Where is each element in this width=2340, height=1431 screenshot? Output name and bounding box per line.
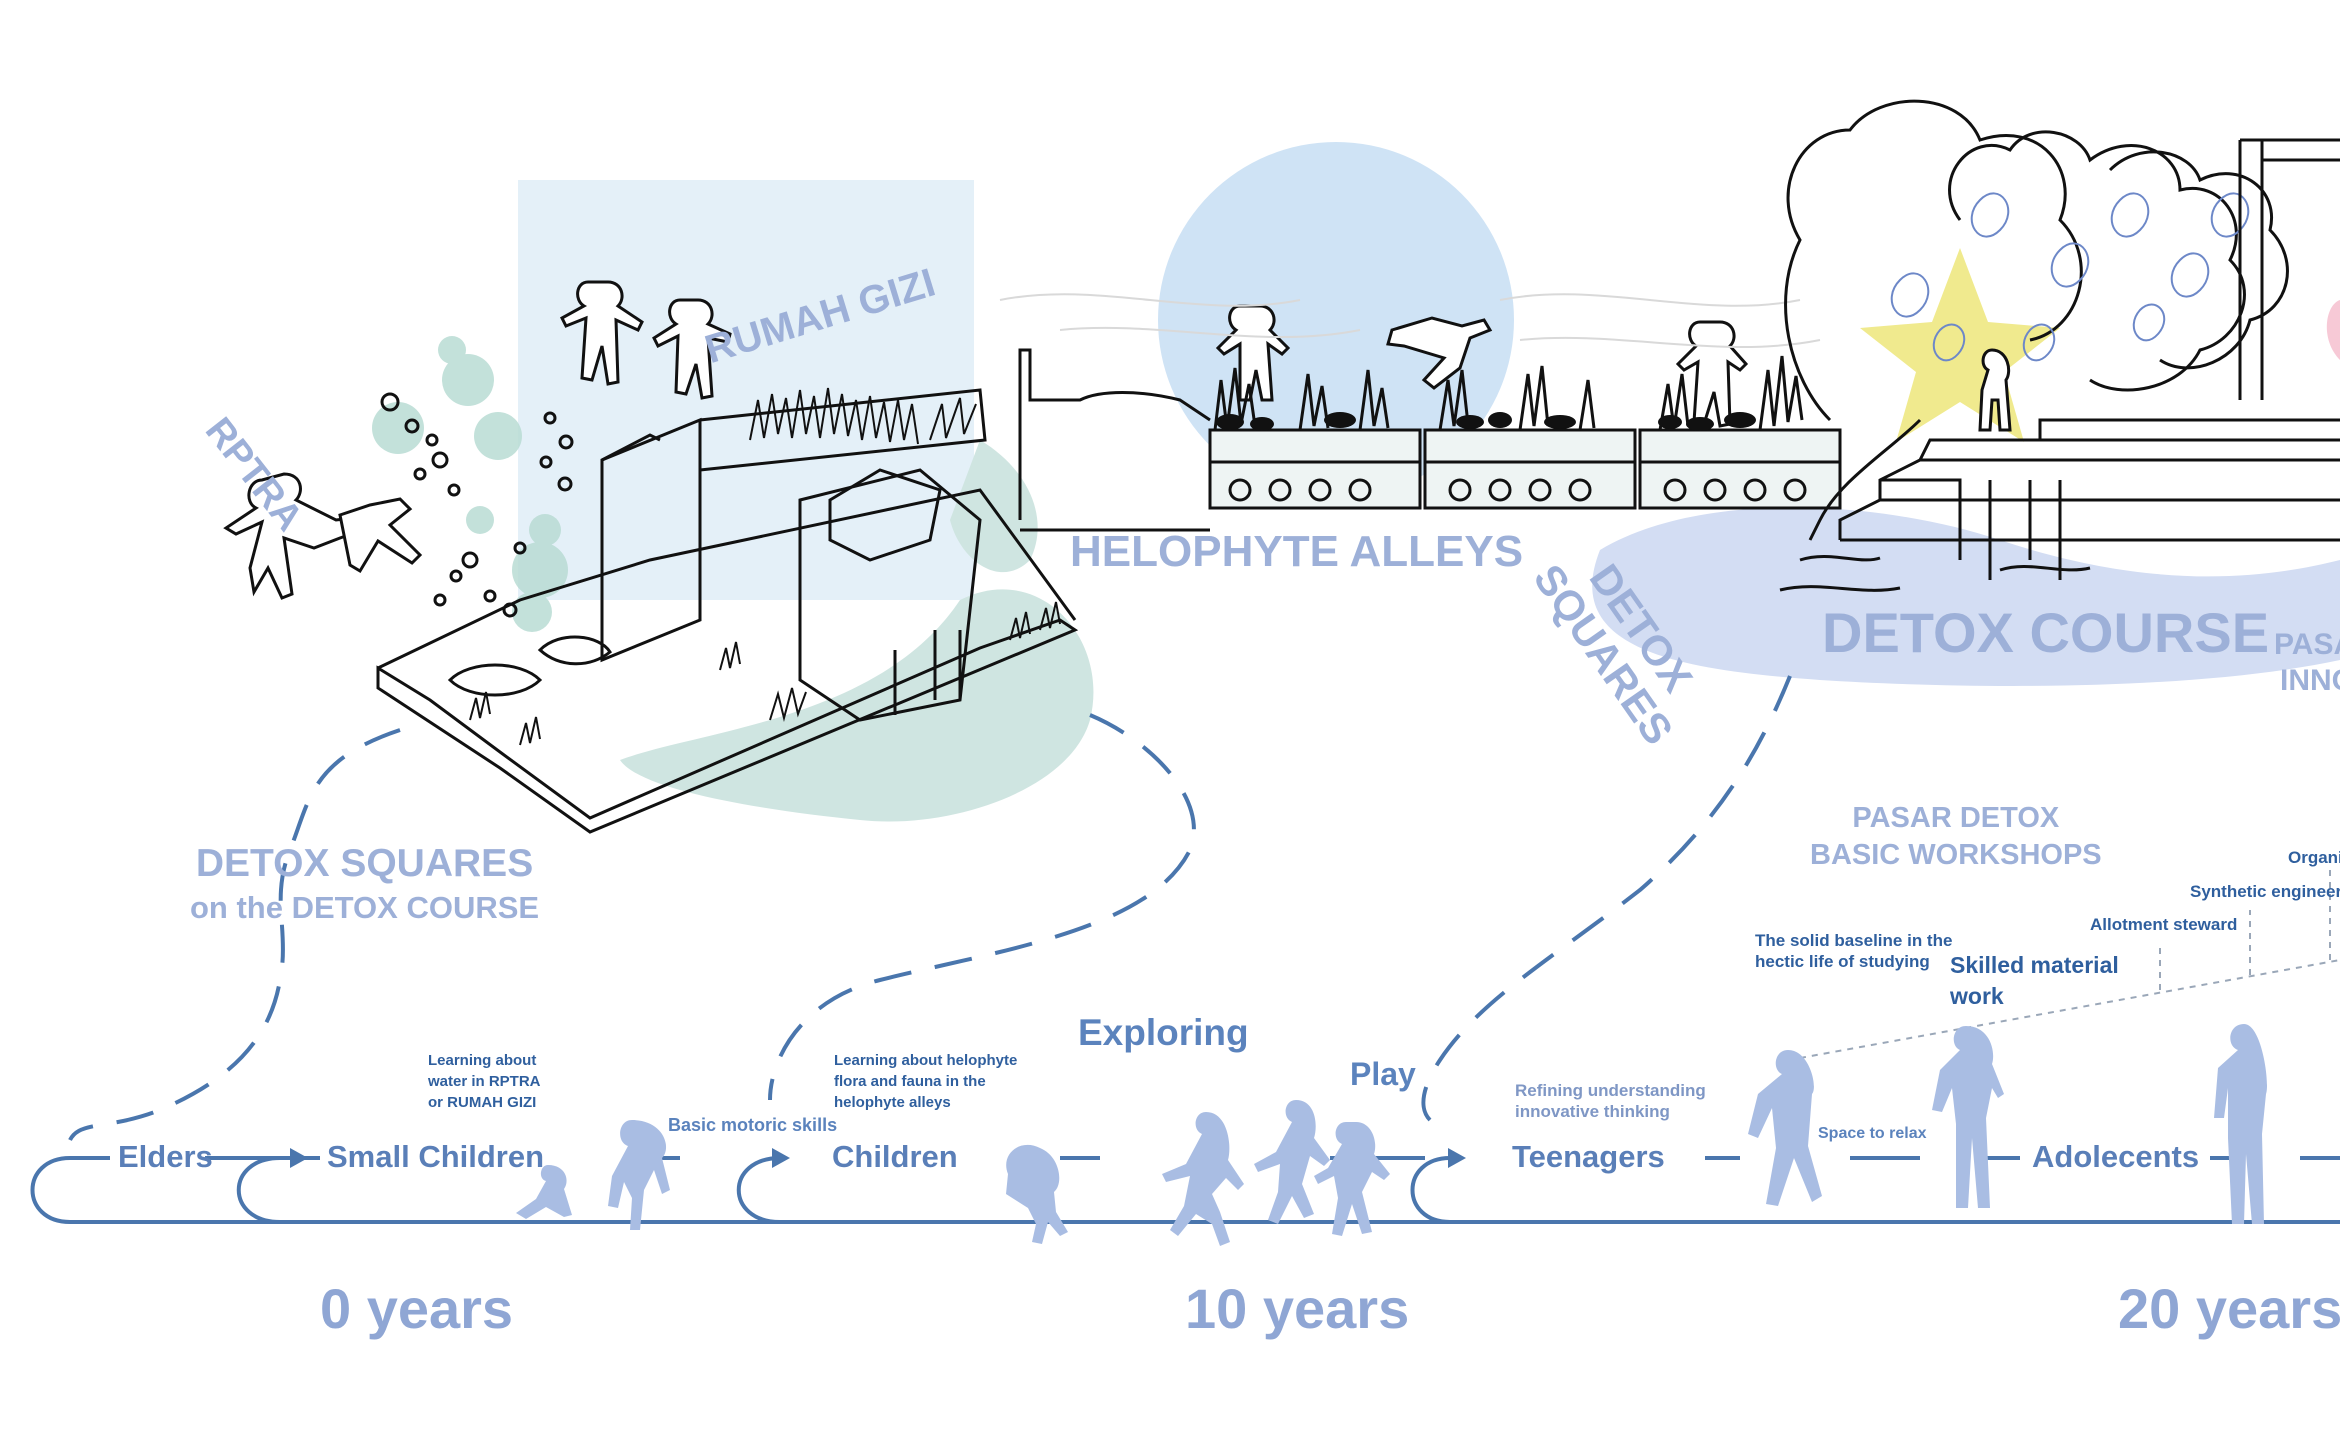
pasar-line-1: PASAR DETOX [1810,800,2102,837]
caption-line-2: on the DETOX COURSE [190,886,539,930]
stage-small-children: Small Children [327,1139,544,1175]
career-allotment: Allotment steward [2090,915,2237,935]
detox-course-star [1860,248,2060,442]
note-learning-water: Learning about water in RPTRA or RUMAH G… [428,1050,553,1113]
years-20: 20 years [2118,1276,2340,1341]
note-learning-helophyte: Learning about helophyte flora and fauna… [834,1050,1019,1113]
stage-children: Children [832,1139,958,1175]
career-skilled: Skilled material work [1950,950,2160,1012]
pink-blob-edge [2327,300,2340,360]
career-organic: Organic [2288,848,2340,868]
inno-partial-label: INNO [2280,664,2340,698]
years-0: 0 years [320,1276,513,1341]
caption-line-1: DETOX SQUARES [190,842,539,886]
pasar-partial-label: PASA [2274,628,2340,662]
note-refining: Refining understanding innovative thinki… [1515,1080,1715,1122]
career-solid-baseline: The solid baseline in the hectic life of… [1755,930,1955,972]
pasar-line-2: BASIC WORKSHOPS [1810,837,2102,874]
stage-teenagers: Teenagers [1512,1139,1665,1175]
detox-course-label: DETOX COURSE [1822,600,2269,665]
stage-adolecents: Adolecents [2032,1139,2199,1175]
note-space-relax: Space to relax [1818,1125,1927,1143]
rumah-gizi-backdrop [518,180,974,600]
note-play: Play [1350,1056,1416,1093]
stage-elders: Elders [118,1139,213,1175]
years-10: 10 years [1185,1276,1409,1341]
career-synthetic: Synthetic engineer [2190,882,2340,902]
detox-squares-caption: DETOX SQUARES on the DETOX COURSE [190,842,539,930]
detox-course-trees [1786,101,2288,540]
note-exploring: Exploring [1078,1012,1249,1054]
helophyte-alleys-label: HELOPHYTE ALLEYS [1070,527,1523,577]
pasar-detox-caption: PASAR DETOX BASIC WORKSHOPS [1810,800,2102,874]
note-basic-motoric: Basic motoric skills [668,1115,837,1136]
